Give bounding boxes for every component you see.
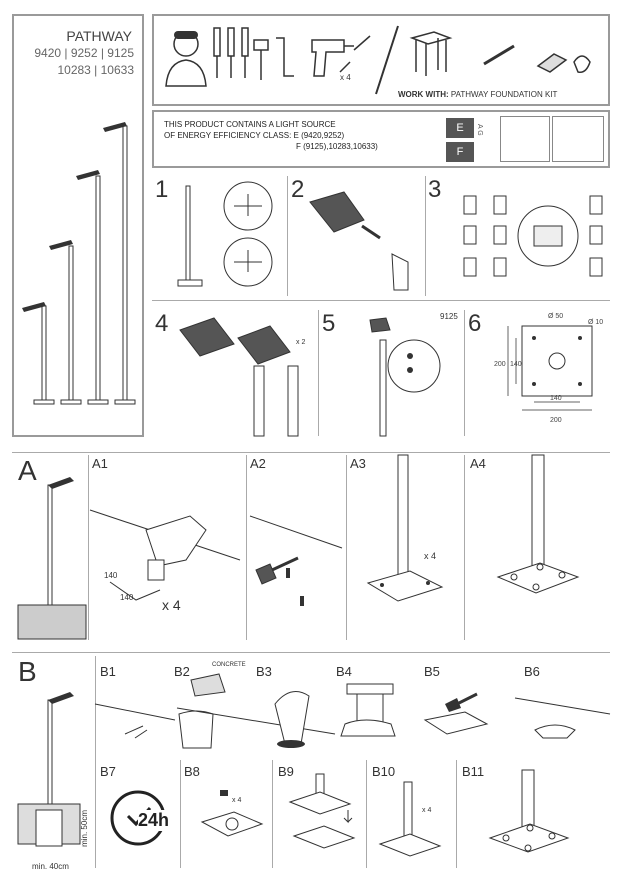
energy-label-e: E — [446, 118, 474, 138]
divider-a-3 — [464, 455, 465, 640]
a2-label: A2 — [250, 456, 266, 471]
compat-icon-2 — [552, 116, 604, 162]
tools-illustration: x 4 — [165, 25, 591, 95]
energy-line-3: F (9125),10283,10633) — [296, 142, 378, 151]
a1-illustration: 140 140 x 4 — [89, 509, 241, 613]
s6-h200: 200 — [494, 361, 506, 368]
worker-icon — [165, 31, 207, 87]
lamp-range-illustration — [22, 122, 136, 405]
a3-qty: x 4 — [424, 551, 436, 561]
divider-a-2 — [346, 455, 347, 640]
depth-label: min. 50cm — [80, 810, 89, 847]
energy-line-2: OF ENERGY EFFICIENCY CLASS: E (9420,9252… — [164, 131, 345, 140]
product-name: PATHWAY — [66, 28, 132, 44]
step-6-number: 6 — [468, 310, 482, 337]
s6-h140: 140 — [510, 361, 522, 368]
a1-label: A1 — [92, 456, 108, 471]
b11-label: B11 — [462, 764, 485, 779]
b3-label: B3 — [256, 664, 272, 679]
divider-b-7 — [180, 760, 181, 868]
product-codes-1: 9420 | 9252 | 9125 — [34, 46, 134, 60]
product-panel: PATHWAY 9420 | 9252 | 9125 10283 | 10633 — [12, 14, 144, 437]
a2-illustration — [249, 515, 343, 606]
b2-label: B2 — [174, 664, 190, 679]
step-3-illustration — [463, 195, 603, 277]
step-1-illustration — [177, 181, 273, 287]
compat-icon-1 — [500, 116, 550, 162]
s6-w140: 140 — [550, 395, 562, 402]
b9-label: B9 — [278, 764, 294, 779]
b11-illustration — [488, 769, 570, 853]
b8-illustration: x 4 — [200, 790, 264, 837]
step-4-qty: x 2 — [296, 339, 305, 346]
energy-panel: THIS PRODUCT CONTAINS A LIGHT SOURCE OF … — [152, 110, 610, 168]
b10-label: B10 — [372, 764, 396, 779]
a3-label: A3 — [350, 456, 366, 471]
divider-b-9 — [366, 760, 367, 868]
step-5-number: 5 — [322, 310, 336, 337]
step-2-number: 2 — [291, 176, 305, 203]
screw-qty: x 4 — [340, 73, 351, 82]
step-3-number: 3 — [428, 176, 442, 203]
step-5-illustration — [369, 317, 441, 437]
divider-a-0 — [88, 455, 89, 640]
tools-panel: x 4 WORK WITH: PATHWAY FOUNDATION KIT — [152, 14, 610, 106]
step-6-drawing: Ø 50 Ø 10 200 140 140 200 — [494, 313, 603, 424]
section-a-top — [12, 452, 610, 453]
section-a-title: A — [18, 455, 37, 486]
b6-label: B6 — [524, 664, 540, 679]
energy-line-1: THIS PRODUCT CONTAINS A LIGHT SOURCE — [164, 120, 336, 129]
b10-illustration: x 4 — [378, 781, 442, 857]
a1-qty: x 4 — [162, 597, 181, 613]
divider-4-5 — [318, 310, 319, 436]
divider-5-6 — [464, 310, 465, 436]
energy-label-f: F — [446, 142, 474, 162]
divider-row — [152, 300, 610, 301]
b9-illustration — [288, 773, 356, 849]
a4-label: A4 — [470, 456, 486, 471]
b1-label: B1 — [100, 664, 116, 679]
b8-label: B8 — [184, 764, 200, 779]
divider-a-1 — [246, 455, 247, 640]
step-1-number: 1 — [155, 176, 169, 203]
section-b-title: B — [18, 656, 37, 687]
concrete-label: CONCRETE — [212, 662, 246, 668]
step-4-number: 4 — [155, 310, 169, 337]
section-b-top — [12, 652, 610, 653]
section-b-overview — [17, 692, 81, 847]
b-row1-illustration — [94, 673, 611, 749]
work-with-label: WORK WITH: PATHWAY FOUNDATION KIT — [398, 90, 558, 99]
width-label: min. 40cm — [32, 862, 69, 871]
divider-2-3 — [425, 176, 426, 296]
energy-scale: A G — [476, 124, 483, 136]
divider-b-8 — [272, 760, 273, 868]
step-5-code: 9125 — [440, 312, 458, 321]
step-4-illustration: x 2 — [179, 317, 305, 437]
product-codes-2: 10283 | 10633 — [57, 63, 134, 77]
s6-hole: Ø 50 — [548, 313, 563, 320]
b4-label: B4 — [336, 664, 352, 679]
a4-illustration — [496, 454, 580, 594]
section-a-overview — [17, 477, 87, 640]
b5-label: B5 — [424, 664, 440, 679]
divider-b-0 — [95, 656, 96, 868]
a1-dim1: 140 — [104, 571, 118, 580]
step-2-illustration — [309, 191, 409, 291]
b10-qty: x 4 — [422, 807, 431, 814]
b8-qty: x 4 — [232, 797, 241, 804]
a1-dim2: 140 — [120, 593, 134, 602]
divider-1-2 — [287, 176, 288, 296]
b7-label: B7 — [100, 764, 116, 779]
b7-time: 24h — [138, 810, 170, 831]
s6-w200: 200 — [550, 417, 562, 424]
s6-bolt: Ø 10 — [588, 319, 603, 326]
a3-illustration: x 4 — [366, 454, 444, 602]
divider-b-10 — [456, 760, 457, 868]
